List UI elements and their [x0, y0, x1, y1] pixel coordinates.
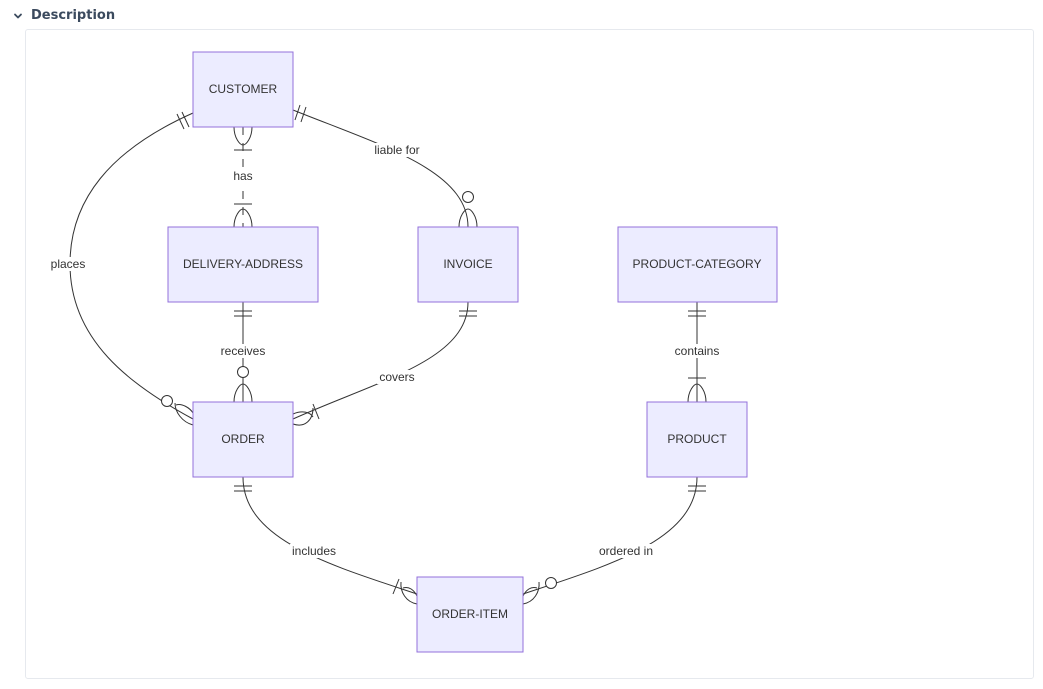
svg-text:places: places — [51, 257, 86, 271]
entity-label: ORDER-ITEM — [432, 607, 508, 621]
entity-product-category: PRODUCT-CATEGORY — [617, 226, 778, 303]
entity-order-item: ORDER-ITEM — [416, 576, 524, 653]
svg-text:ordered in: ordered in — [599, 544, 653, 558]
relationship-labels: places has liable for receives covers co… — [49, 143, 721, 558]
relationship-edges — [69, 109, 698, 595]
edge-ordered-in — [522, 476, 698, 595]
entity-label: ORDER — [221, 432, 265, 446]
entity-invoice: INVOICE — [417, 226, 519, 303]
cardinality-markers — [161, 104, 707, 605]
entities: CUSTOMER DELIVERY-ADDRESS INVOICE PRODUC… — [167, 51, 778, 653]
entity-label: INVOICE — [443, 257, 492, 271]
rel-label-contains: contains — [673, 344, 721, 358]
svg-text:covers: covers — [379, 370, 414, 384]
section-title: Description — [31, 8, 116, 23]
entity-customer: CUSTOMER — [192, 51, 294, 128]
entity-label: PRODUCT-CATEGORY — [633, 257, 762, 271]
description-section-toggle[interactable]: Description — [11, 8, 115, 23]
edge-includes — [242, 476, 418, 595]
entity-delivery-address: DELIVERY-ADDRESS — [167, 226, 319, 303]
entity-order: ORDER — [192, 401, 294, 478]
rel-label-ordered-in: ordered in — [597, 544, 655, 558]
entity-label: PRODUCT — [667, 432, 727, 446]
rel-label-includes: includes — [290, 544, 338, 558]
diagram-panel — [25, 29, 1034, 679]
entity-label: DELIVERY-ADDRESS — [183, 257, 303, 271]
rel-label-covers: covers — [377, 370, 417, 384]
rel-label-places: places — [49, 257, 89, 271]
svg-text:has: has — [233, 169, 252, 183]
entity-label: CUSTOMER — [209, 82, 278, 96]
svg-text:receives: receives — [221, 344, 266, 358]
chevron-down-icon[interactable] — [11, 9, 25, 23]
rel-label-receives: receives — [219, 344, 267, 358]
entity-product: PRODUCT — [646, 401, 748, 478]
svg-text:includes: includes — [292, 544, 336, 558]
edge-covers — [292, 301, 469, 420]
rel-label-liable-for: liable for — [372, 143, 422, 157]
svg-text:liable for: liable for — [374, 143, 419, 157]
svg-text:contains: contains — [675, 344, 720, 358]
rel-label-has: has — [230, 169, 256, 183]
edge-liable-for — [292, 109, 469, 228]
